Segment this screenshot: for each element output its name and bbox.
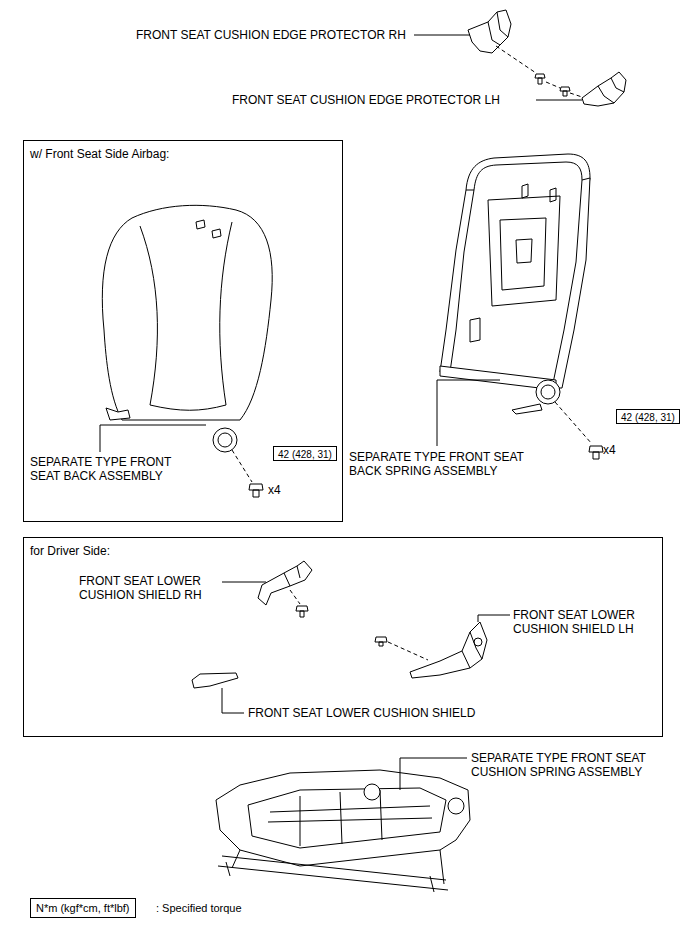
part-name: FRONT SEAT CUSHION EDGE PROTECTOR RH: [136, 28, 406, 42]
recliner: [541, 385, 555, 399]
assembly-line: [555, 402, 592, 444]
seat-rail: [232, 850, 444, 884]
bracket: [106, 408, 130, 420]
seat-back-assembly: [102, 205, 272, 420]
part-name: SEPARATE TYPE FRONT SEAT CUSHION SPRING …: [471, 751, 667, 779]
assembly-line: [290, 590, 300, 604]
panel-heading: w/ Front Seat Side Airbag:: [30, 147, 169, 161]
cushion-shield-rh: [258, 561, 312, 605]
legend-text: : Specified torque: [156, 901, 242, 915]
part-name: SEPARATE TYPE FRONT SEAT BACK SPRING ASS…: [349, 450, 545, 478]
recliner: [213, 428, 237, 452]
headrest-guide: [522, 184, 556, 202]
spring-wire: [268, 790, 432, 846]
edge-protector-rh: [468, 10, 511, 53]
frame-side: [440, 190, 474, 372]
spring-frame: [248, 788, 446, 848]
part-name: FRONT SEAT LOWER CUSHION SHIELD RH: [79, 574, 219, 602]
frame-side: [552, 178, 590, 388]
part-name: FRONT SEAT CUSHION EDGE PROTECTOR LH: [232, 93, 500, 107]
part-detail: [474, 638, 482, 646]
leader-line: [478, 615, 510, 622]
assembly-line: [546, 82, 560, 88]
torque-value: 42 (428, 31): [278, 449, 332, 460]
cushion-shield: [192, 673, 238, 688]
assembly-line: [496, 46, 536, 73]
assembly-line: [388, 642, 428, 660]
cushion-spring-assembly: [216, 770, 470, 866]
bolt-symbol: [375, 637, 387, 646]
seat-rail: [218, 856, 448, 892]
torque-value: 42 (428, 31): [621, 412, 675, 423]
legend-unit: N*m (kgf*cm, ft*lbf): [36, 902, 130, 914]
part-detail: [284, 566, 300, 586]
leader-line: [100, 425, 206, 452]
quantity-label: x4: [603, 443, 616, 457]
bolt-symbol: [589, 446, 603, 459]
leader-line: [222, 582, 266, 583]
recliner: [536, 380, 560, 404]
headrest-hole: [196, 220, 221, 238]
leader-line: [414, 35, 470, 36]
leader-line: [400, 758, 467, 790]
leader-line: [536, 100, 582, 101]
cushion-shield-lh: [410, 622, 487, 678]
bolt-symbol: [560, 87, 570, 96]
recliner: [364, 784, 380, 800]
recliner: [448, 798, 464, 814]
leader-line: [437, 380, 500, 446]
bolt-symbol: [535, 74, 545, 84]
part-name: FRONT SEAT LOWER CUSHION SHIELD: [248, 706, 475, 720]
seat-seam: [140, 222, 232, 410]
legend-box: N*m (kgf*cm, ft*lbf): [30, 898, 136, 918]
assembly-line: [232, 450, 252, 482]
part-name: FRONT SEAT LOWER CUSHION SHIELD LH: [513, 608, 653, 636]
bolt-symbol: [296, 606, 308, 617]
torque-box: 42 (428, 31): [616, 409, 680, 424]
quantity-label: x4: [268, 483, 281, 497]
spring-plate: [488, 196, 560, 306]
leader-line: [222, 688, 244, 713]
bolt-symbol: [249, 484, 263, 497]
recliner: [218, 433, 232, 447]
part-name: SEPARATE TYPE FRONT SEAT BACK ASSEMBLY: [30, 455, 190, 483]
spring-detail: [470, 239, 532, 342]
edge-protector-lh: [582, 72, 626, 106]
part-detail: [462, 632, 482, 668]
torque-box: 42 (428, 31): [273, 446, 337, 461]
part-detail: [598, 78, 624, 103]
panel-heading: for Driver Side:: [30, 544, 110, 558]
part-detail: [488, 12, 508, 45]
bracket: [512, 404, 542, 414]
